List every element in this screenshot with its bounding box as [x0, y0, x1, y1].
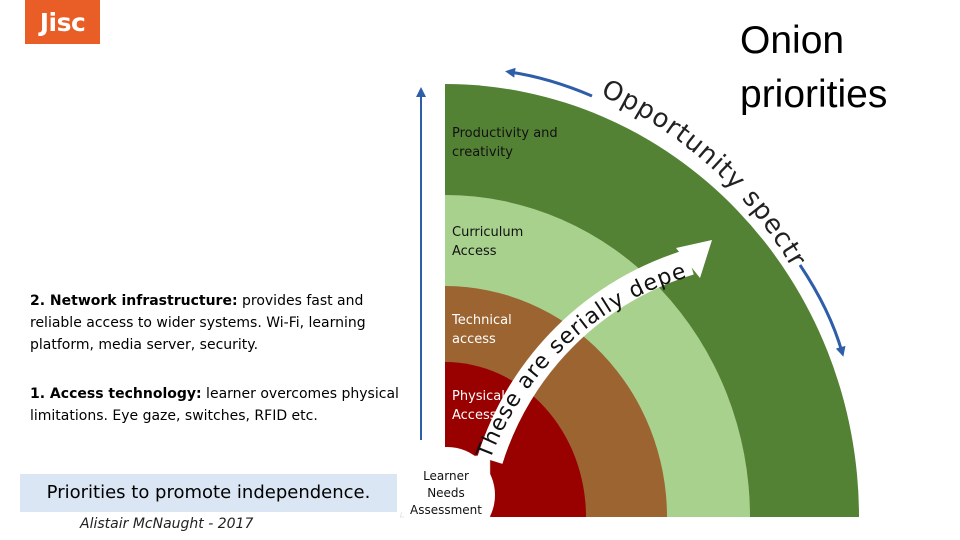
jisc-logo: Jisc — [25, 0, 100, 44]
center-label-1: Learner — [423, 469, 469, 483]
label-physical-2: Access — [452, 408, 497, 423]
white-arrow-head — [676, 240, 712, 278]
description-network: 2. Network infrastructure: provides fast… — [30, 290, 410, 356]
spectrum-arrow-right — [798, 264, 846, 357]
spectrum-arrow-left — [505, 67, 593, 98]
title-line-1: Onion — [740, 19, 845, 62]
label-curriculum-1: Curriculum — [452, 225, 523, 240]
description-access-heading: 1. Access technology: — [30, 386, 202, 402]
label-curriculum-2: Access — [452, 244, 497, 259]
description-access-text: learner overcomes physical limitations. … — [30, 386, 399, 424]
white-arrow — [477, 249, 694, 464]
label-technical-2: access — [452, 332, 496, 347]
label-technical-1: Technical — [451, 313, 512, 328]
priorities-highlight: Priorities — [46, 482, 126, 503]
label-productivity-1: Productivity and — [452, 126, 558, 141]
center-label-3: Assessment — [410, 503, 482, 517]
priorities-text: to promote independence. — [125, 482, 371, 503]
description-access: 1. Access technology: learner overcomes … — [30, 383, 410, 427]
author-credit: Alistair McNaught - 2017 — [80, 516, 254, 532]
description-network-text: provides fast and reliable access to wid… — [30, 293, 366, 353]
priorities-banner: Priorities to promote independence. — [20, 474, 397, 512]
label-productivity-2: creativity — [452, 145, 513, 160]
description-network-heading: 2. Network infrastructure: — [30, 293, 238, 309]
title-line-2: priorities — [740, 73, 888, 116]
center-label-2: Needs — [427, 486, 465, 500]
slide-title: Onion priorities — [740, 14, 950, 122]
label-physical-1: Physical — [452, 389, 505, 404]
center-circle — [399, 447, 495, 540]
